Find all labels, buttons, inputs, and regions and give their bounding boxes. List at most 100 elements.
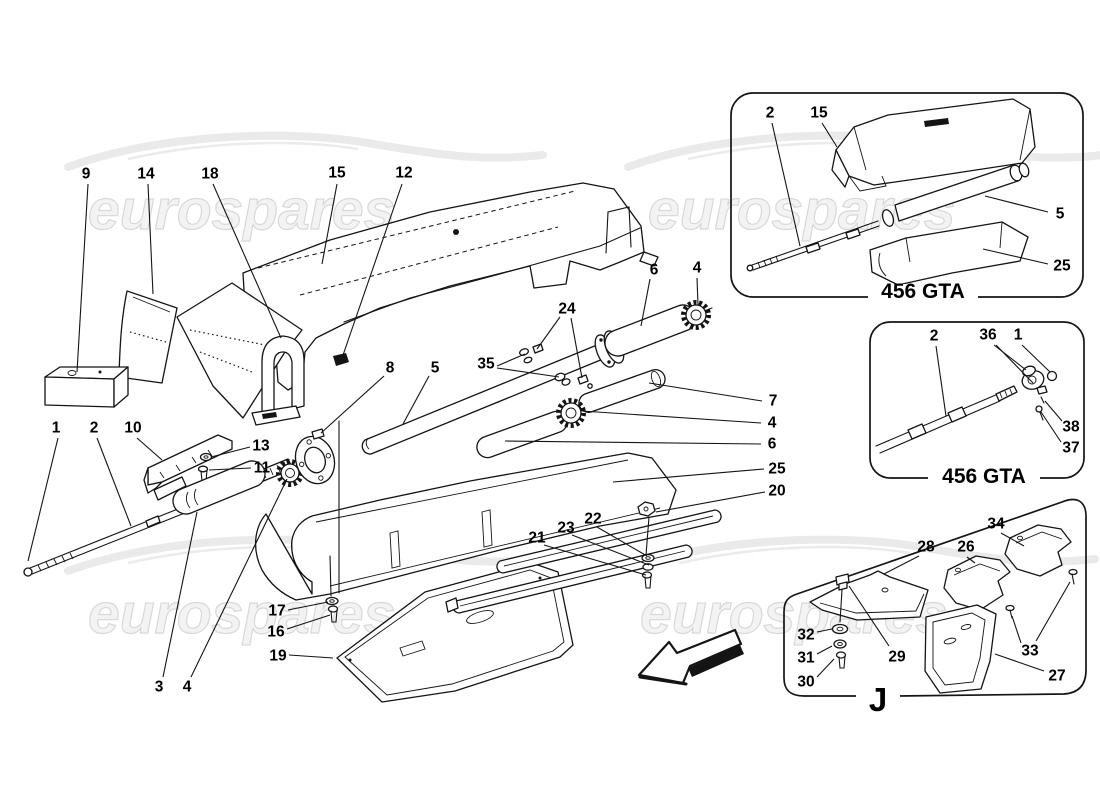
watermark-instance: eurospares — [64, 131, 547, 243]
leader-line — [288, 654, 334, 659]
callout-label: 4 — [183, 679, 192, 696]
leader-line — [816, 628, 833, 633]
leader-line — [212, 183, 282, 339]
inset1-lower-cover-25 — [869, 221, 1029, 286]
inset-456gta-mid: 456 GTA — [869, 321, 1085, 488]
callout-label: 2 — [766, 105, 775, 122]
inset2-bolt-37 — [1035, 405, 1044, 421]
lower-insulation-cover-25 — [255, 420, 677, 601]
leader-line — [612, 468, 765, 483]
callout-label: 26 — [957, 539, 975, 556]
leader-line — [994, 653, 1045, 672]
callout-label: 5 — [431, 360, 440, 377]
flange-coupling — [294, 428, 336, 485]
leader-line — [287, 601, 329, 611]
clamp-20 — [637, 501, 656, 556]
leader-line — [286, 614, 331, 630]
leader-line — [190, 478, 288, 678]
callout-label: 16 — [267, 624, 285, 641]
leader-line — [570, 317, 583, 379]
direction-arrow — [637, 628, 744, 686]
leader-line — [208, 467, 252, 471]
leader-line — [147, 183, 154, 295]
leader-line — [496, 367, 560, 378]
leader-line — [816, 658, 835, 678]
leader-line — [935, 345, 947, 417]
callout-label: 32 — [797, 627, 814, 644]
callout-label: 10 — [124, 420, 141, 437]
tube-assembly-lower — [476, 369, 666, 459]
callout-label: 11 — [254, 460, 271, 477]
leader-line — [993, 344, 1027, 371]
end-cover-arch — [176, 282, 305, 426]
callout-label: 4 — [693, 260, 702, 277]
leader-line — [982, 248, 1049, 265]
callout-label: 6 — [768, 436, 777, 453]
callout-label: 29 — [888, 649, 906, 666]
leader-line — [984, 195, 1049, 213]
callout-label: 5 — [1056, 206, 1065, 223]
nut-8 — [311, 428, 325, 440]
callout-label: 36 — [979, 327, 997, 344]
inset-456gta-top: 456 GTA — [730, 92, 1084, 303]
gear-4b — [681, 300, 711, 330]
leader-line — [1000, 532, 1025, 547]
leader-line — [966, 556, 976, 564]
callout-label: 34 — [987, 516, 1005, 533]
inset3-plate-28 — [809, 570, 929, 621]
inset3-bolts-33 — [1005, 568, 1078, 619]
inset2-pin-38 — [1040, 396, 1045, 404]
callout-label: 1 — [52, 420, 61, 437]
leader-line — [504, 440, 762, 445]
leader-line — [696, 277, 699, 306]
leader-line — [402, 375, 430, 425]
callout-label: 22 — [584, 511, 601, 528]
callout-label: 24 — [558, 301, 576, 318]
inset2-ring-1 — [1046, 370, 1058, 382]
leader-line — [1035, 581, 1071, 642]
callout-label: 17 — [268, 603, 285, 620]
inset2-coupling-36 — [1021, 365, 1048, 395]
leader-line — [341, 183, 403, 359]
watermark-text: eurospares — [88, 178, 395, 242]
bracket-10 — [143, 434, 233, 501]
leader-line — [496, 353, 526, 367]
leader-line — [320, 375, 385, 434]
callout-label: 19 — [269, 648, 287, 665]
callout-label: 25 — [768, 461, 786, 478]
callout-label: 21 — [528, 530, 546, 547]
callout-label: 2 — [90, 420, 99, 437]
gasket-strips — [445, 509, 722, 614]
inset1-tube-5 — [881, 162, 1030, 227]
vibration-damper-6 — [594, 304, 713, 368]
inset1-upper-cover — [831, 98, 1036, 192]
leader-line — [816, 645, 833, 655]
callout-label: 6 — [650, 262, 659, 279]
leader-line — [136, 437, 163, 461]
callout-label: 33 — [1021, 643, 1039, 660]
callout-label: 31 — [797, 650, 815, 667]
callout-label: 12 — [395, 165, 412, 182]
callout-label: 3 — [155, 679, 164, 696]
leader-line — [543, 544, 647, 576]
callout-label: 8 — [386, 360, 395, 377]
callout-label: 38 — [1062, 419, 1080, 436]
leader-line — [96, 437, 132, 527]
leader-line — [210, 446, 251, 458]
leader-line — [648, 382, 763, 402]
callout-label: 15 — [328, 165, 346, 182]
leader-line — [76, 183, 89, 373]
inset3-plate-27 — [924, 604, 997, 694]
leader-line — [1011, 615, 1022, 644]
inset1-shaft-2 — [746, 220, 880, 272]
leader-line — [321, 183, 338, 265]
callout-label: 7 — [769, 393, 778, 410]
mounting-block-9 — [44, 366, 129, 408]
leader-line — [27, 437, 59, 562]
inset3-bracket-26 — [943, 555, 1011, 611]
callout-label: 25 — [1053, 258, 1071, 275]
leader-line — [581, 410, 762, 424]
leader-line — [640, 278, 651, 327]
callout-label: 20 — [768, 483, 785, 500]
leader-line — [1040, 411, 1062, 443]
